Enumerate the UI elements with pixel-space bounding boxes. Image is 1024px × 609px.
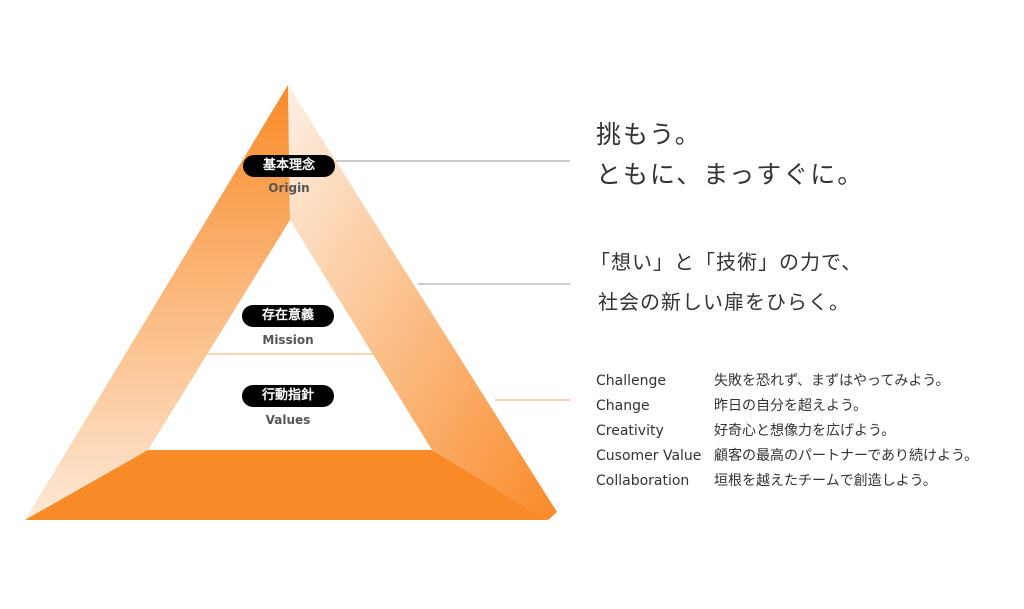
mission-line2: 社会の新しい扉をひらく。 <box>598 290 850 314</box>
origin-pill: 基本理念 <box>243 155 335 177</box>
value-row: Creativity 好奇心と想像力を広げよう。 <box>596 419 978 444</box>
value-ja: 好奇心と想像力を広げよう。 <box>714 423 896 439</box>
value-en: Challenge <box>596 373 666 389</box>
value-en: Change <box>596 398 650 414</box>
values-pill: 行動指針 <box>242 385 334 407</box>
origin-line1: 挑もう。 <box>596 120 702 149</box>
value-row: Collaboration 垣根を越えたチームで創造しよう。 <box>596 469 978 494</box>
mission-line1: 「想い」と「技術」の力で、 <box>590 250 863 274</box>
left-face <box>25 85 290 520</box>
value-row: Change 昨日の自分を超えよう。 <box>596 394 978 419</box>
value-ja: 垣根を越えたチームで創造しよう。 <box>714 473 937 489</box>
value-en: Creativity <box>596 423 664 439</box>
bottom-face <box>25 450 548 520</box>
origin-line2: ともに、まっすぐに。 <box>596 160 865 189</box>
origin-text: 挑もう。 ともに、まっすぐに。 <box>596 115 864 195</box>
value-row: Challenge 失敗を恐れず、まずはやってみよう。 <box>596 369 978 394</box>
right-face <box>288 85 557 520</box>
values-label: Values <box>265 413 311 427</box>
value-ja: 顧客の最高のパートナーであり続けよう。 <box>714 448 979 464</box>
value-row: Cusomer Value 顧客の最高のパートナーであり続けよう。 <box>596 444 978 469</box>
value-en: Cusomer Value <box>596 448 702 464</box>
value-ja: 昨日の自分を超えよう。 <box>714 398 868 414</box>
value-en: Collaboration <box>596 473 690 489</box>
origin-label: Origin <box>268 181 310 195</box>
mission-label: Mission <box>262 333 314 347</box>
value-ja: 失敗を恐れず、まずはやってみよう。 <box>714 373 950 389</box>
mission-text: 「想い」と「技術」の力で、 社会の新しい扉をひらく。 <box>590 242 862 322</box>
values-list: Challenge 失敗を恐れず、まずはやってみよう。 Change 昨日の自分を超… <box>596 369 978 494</box>
mission-pill: 存在意義 <box>242 305 334 327</box>
